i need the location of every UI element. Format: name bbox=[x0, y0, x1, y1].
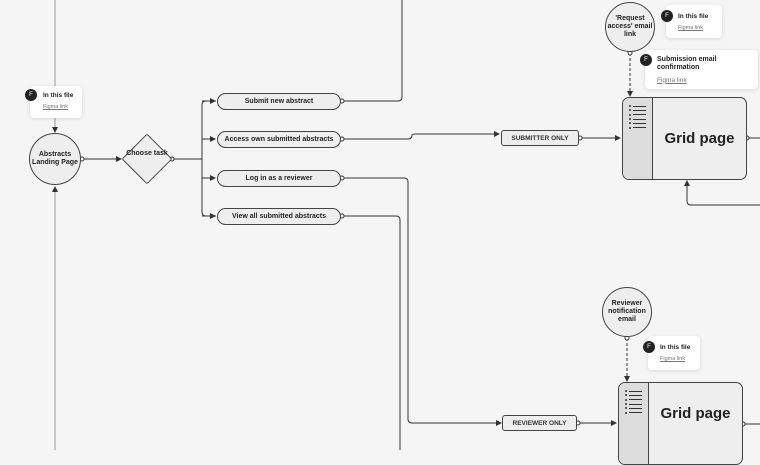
reviewer-notification-node[interactable]: Reviewer notification email bbox=[602, 287, 652, 337]
card-title: In this file bbox=[678, 13, 709, 20]
figma-link[interactable]: Figma link bbox=[678, 25, 704, 31]
card-title: Submission email confirmation bbox=[657, 56, 717, 72]
grid-page-label: Grid page bbox=[664, 130, 735, 147]
grid-page-label: Grid page bbox=[660, 405, 731, 422]
option-log-in-reviewer[interactable]: Log in as a reviewer bbox=[217, 170, 341, 187]
figma-file-icon: F bbox=[661, 10, 673, 22]
card-title: In this file bbox=[43, 92, 74, 99]
figma-file-icon: F bbox=[643, 341, 655, 353]
decision-label: Choose task bbox=[126, 150, 168, 157]
option-submit-new[interactable]: Submit new abstract bbox=[217, 93, 341, 110]
figma-link-card[interactable]: F Submission email confirmation Figma li… bbox=[640, 50, 758, 89]
list-icon bbox=[623, 98, 653, 179]
reviewer-only-tag[interactable]: REVIEWER ONLY bbox=[502, 415, 577, 431]
card-title: In this file bbox=[660, 344, 691, 351]
figma-file-icon: F bbox=[640, 54, 652, 66]
figma-link-card[interactable]: F In this file Figma link bbox=[643, 336, 700, 370]
landing-page-node[interactable]: Abstracts Landing Page bbox=[29, 133, 81, 185]
option-access-own[interactable]: Access own submitted abstracts bbox=[217, 131, 341, 148]
option-view-all[interactable]: View all submitted abstracts bbox=[217, 208, 341, 225]
request-access-node[interactable]: 'Request access' email link bbox=[605, 2, 655, 52]
grid-page-node[interactable]: Grid page bbox=[622, 97, 747, 180]
list-icon bbox=[619, 383, 649, 464]
figma-link[interactable]: Figma link bbox=[43, 104, 69, 110]
figma-link-card[interactable]: F In this file Figma link bbox=[661, 5, 722, 38]
figma-link-card[interactable]: F In this file Figma link bbox=[25, 86, 82, 118]
figma-link[interactable]: Figma link bbox=[660, 356, 686, 362]
submitter-only-tag[interactable]: SUBMITTER ONLY bbox=[501, 130, 579, 146]
figma-file-icon: F bbox=[25, 89, 37, 101]
figma-link[interactable]: Figma link bbox=[657, 76, 687, 84]
grid-page-node[interactable]: Grid page bbox=[618, 382, 743, 465]
